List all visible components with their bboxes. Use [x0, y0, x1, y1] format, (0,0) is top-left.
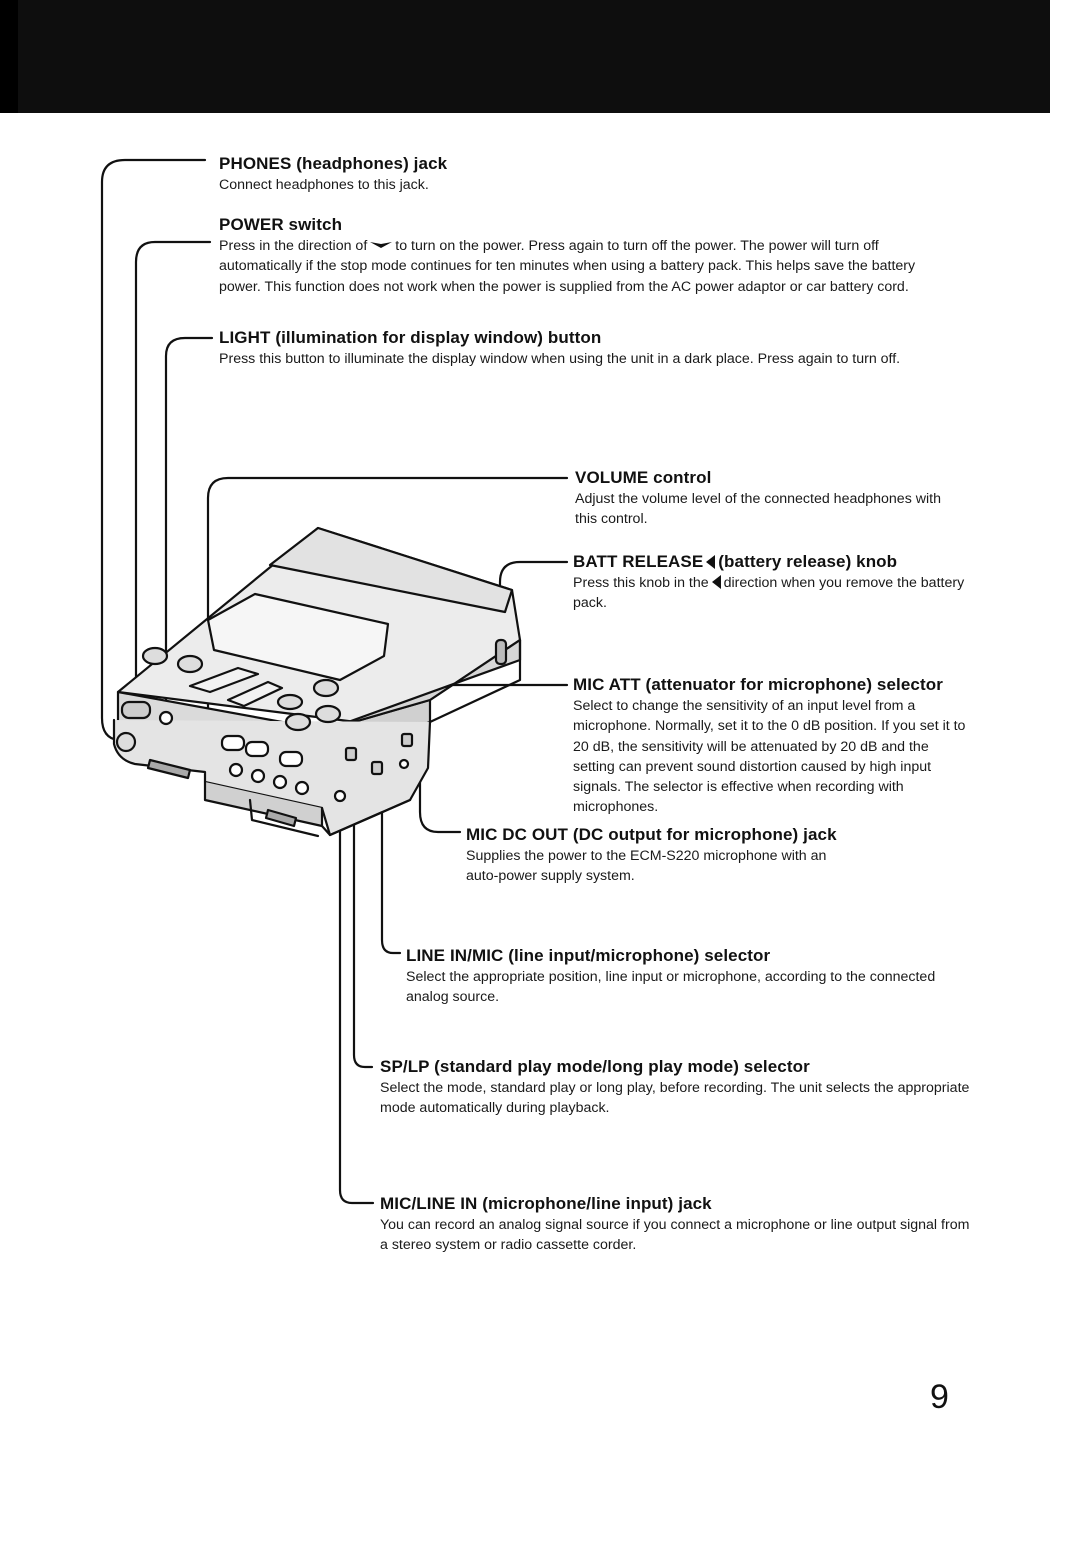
mic-dc-out-title: MIC DC OUT (DC output for microphone) ja… — [466, 825, 837, 844]
leader-light — [164, 336, 214, 717]
power-desc-end: to turn on the power. Press again to tur… — [219, 238, 916, 295]
sp-lp-title: SP/LP (standard play mode/long play mode… — [380, 1057, 810, 1076]
leader-splp — [352, 780, 374, 1069]
batt-desc-end: direction when you remove the battery pa… — [573, 575, 965, 612]
light-entry: LIGHT (illumination for display window) … — [219, 327, 959, 369]
batt-title-start: BATT RELEASE — [573, 552, 704, 571]
volume-title: VOLUME control — [575, 468, 712, 487]
leader-line-mic — [380, 770, 402, 955]
batt-title-end: (battery release) knob — [718, 552, 898, 571]
mic-dc-out-desc: Supplies the power to the ECM-S220 micro… — [466, 848, 827, 885]
leader-batt — [498, 560, 569, 652]
mic-dc-out-entry: MIC DC OUT (DC output for microphone) ja… — [466, 824, 856, 887]
leader-phones — [100, 158, 207, 742]
power-title: POWER switch — [219, 215, 343, 234]
minidisc-recorder-illustration — [112, 526, 522, 838]
batt-desc-start: Press this knob in the — [573, 575, 709, 591]
sp-lp-entry: SP/LP (standard play mode/long play mode… — [380, 1056, 970, 1119]
power-direction-arrow-icon — [370, 242, 393, 248]
batt-direction-arrow-icon — [711, 575, 721, 589]
leader-mic-line-in — [338, 793, 375, 1205]
leader-power — [134, 240, 212, 707]
batt-release-entry: BATT RELEASE (battery release) knob Press… — [573, 551, 968, 614]
mic-line-in-desc: You can record an analog signal source i… — [380, 1217, 970, 1254]
mic-att-entry: MIC ATT (attenuator for microphone) sele… — [573, 674, 968, 818]
batt-release-title: BATT RELEASE (battery release) knob — [573, 551, 968, 573]
phones-title: PHONES (headphones) jack — [219, 154, 448, 173]
light-desc: Press this button to illuminate the disp… — [219, 351, 901, 367]
mic-att-desc: Select to change the sensitivity of an i… — [573, 698, 966, 816]
phones-entry: PHONES (headphones) jack Connect headpho… — [219, 153, 1019, 195]
left-edge-strip — [0, 0, 18, 113]
volume-desc: Adjust the volume level of the connected… — [575, 491, 941, 528]
power-desc-start: Press in the direction of — [219, 238, 368, 254]
mic-att-title: MIC ATT (attenuator for microphone) sele… — [573, 675, 943, 694]
line-in-mic-title: LINE IN/MIC (line input/microphone) sele… — [406, 946, 771, 965]
batt-release-arrow-icon — [706, 555, 716, 569]
page-number: 9 — [930, 1378, 949, 1416]
line-in-mic-desc: Select the appropriate position, line in… — [406, 969, 936, 1006]
light-title: LIGHT (illumination for display window) … — [219, 328, 602, 347]
line-in-mic-entry: LINE IN/MIC (line input/microphone) sele… — [406, 945, 946, 1008]
sp-lp-desc: Select the mode, standard play or long p… — [380, 1080, 970, 1117]
mic-line-in-title: MIC/LINE IN (microphone/line input) jack — [380, 1194, 712, 1213]
volume-entry: VOLUME control Adjust the volume level o… — [575, 467, 965, 530]
leader-mic-dc — [418, 766, 462, 834]
phones-desc: Connect headphones to this jack. — [219, 177, 429, 193]
header-bar — [0, 0, 1050, 113]
mic-line-in-entry: MIC/LINE IN (microphone/line input) jack… — [380, 1193, 970, 1256]
